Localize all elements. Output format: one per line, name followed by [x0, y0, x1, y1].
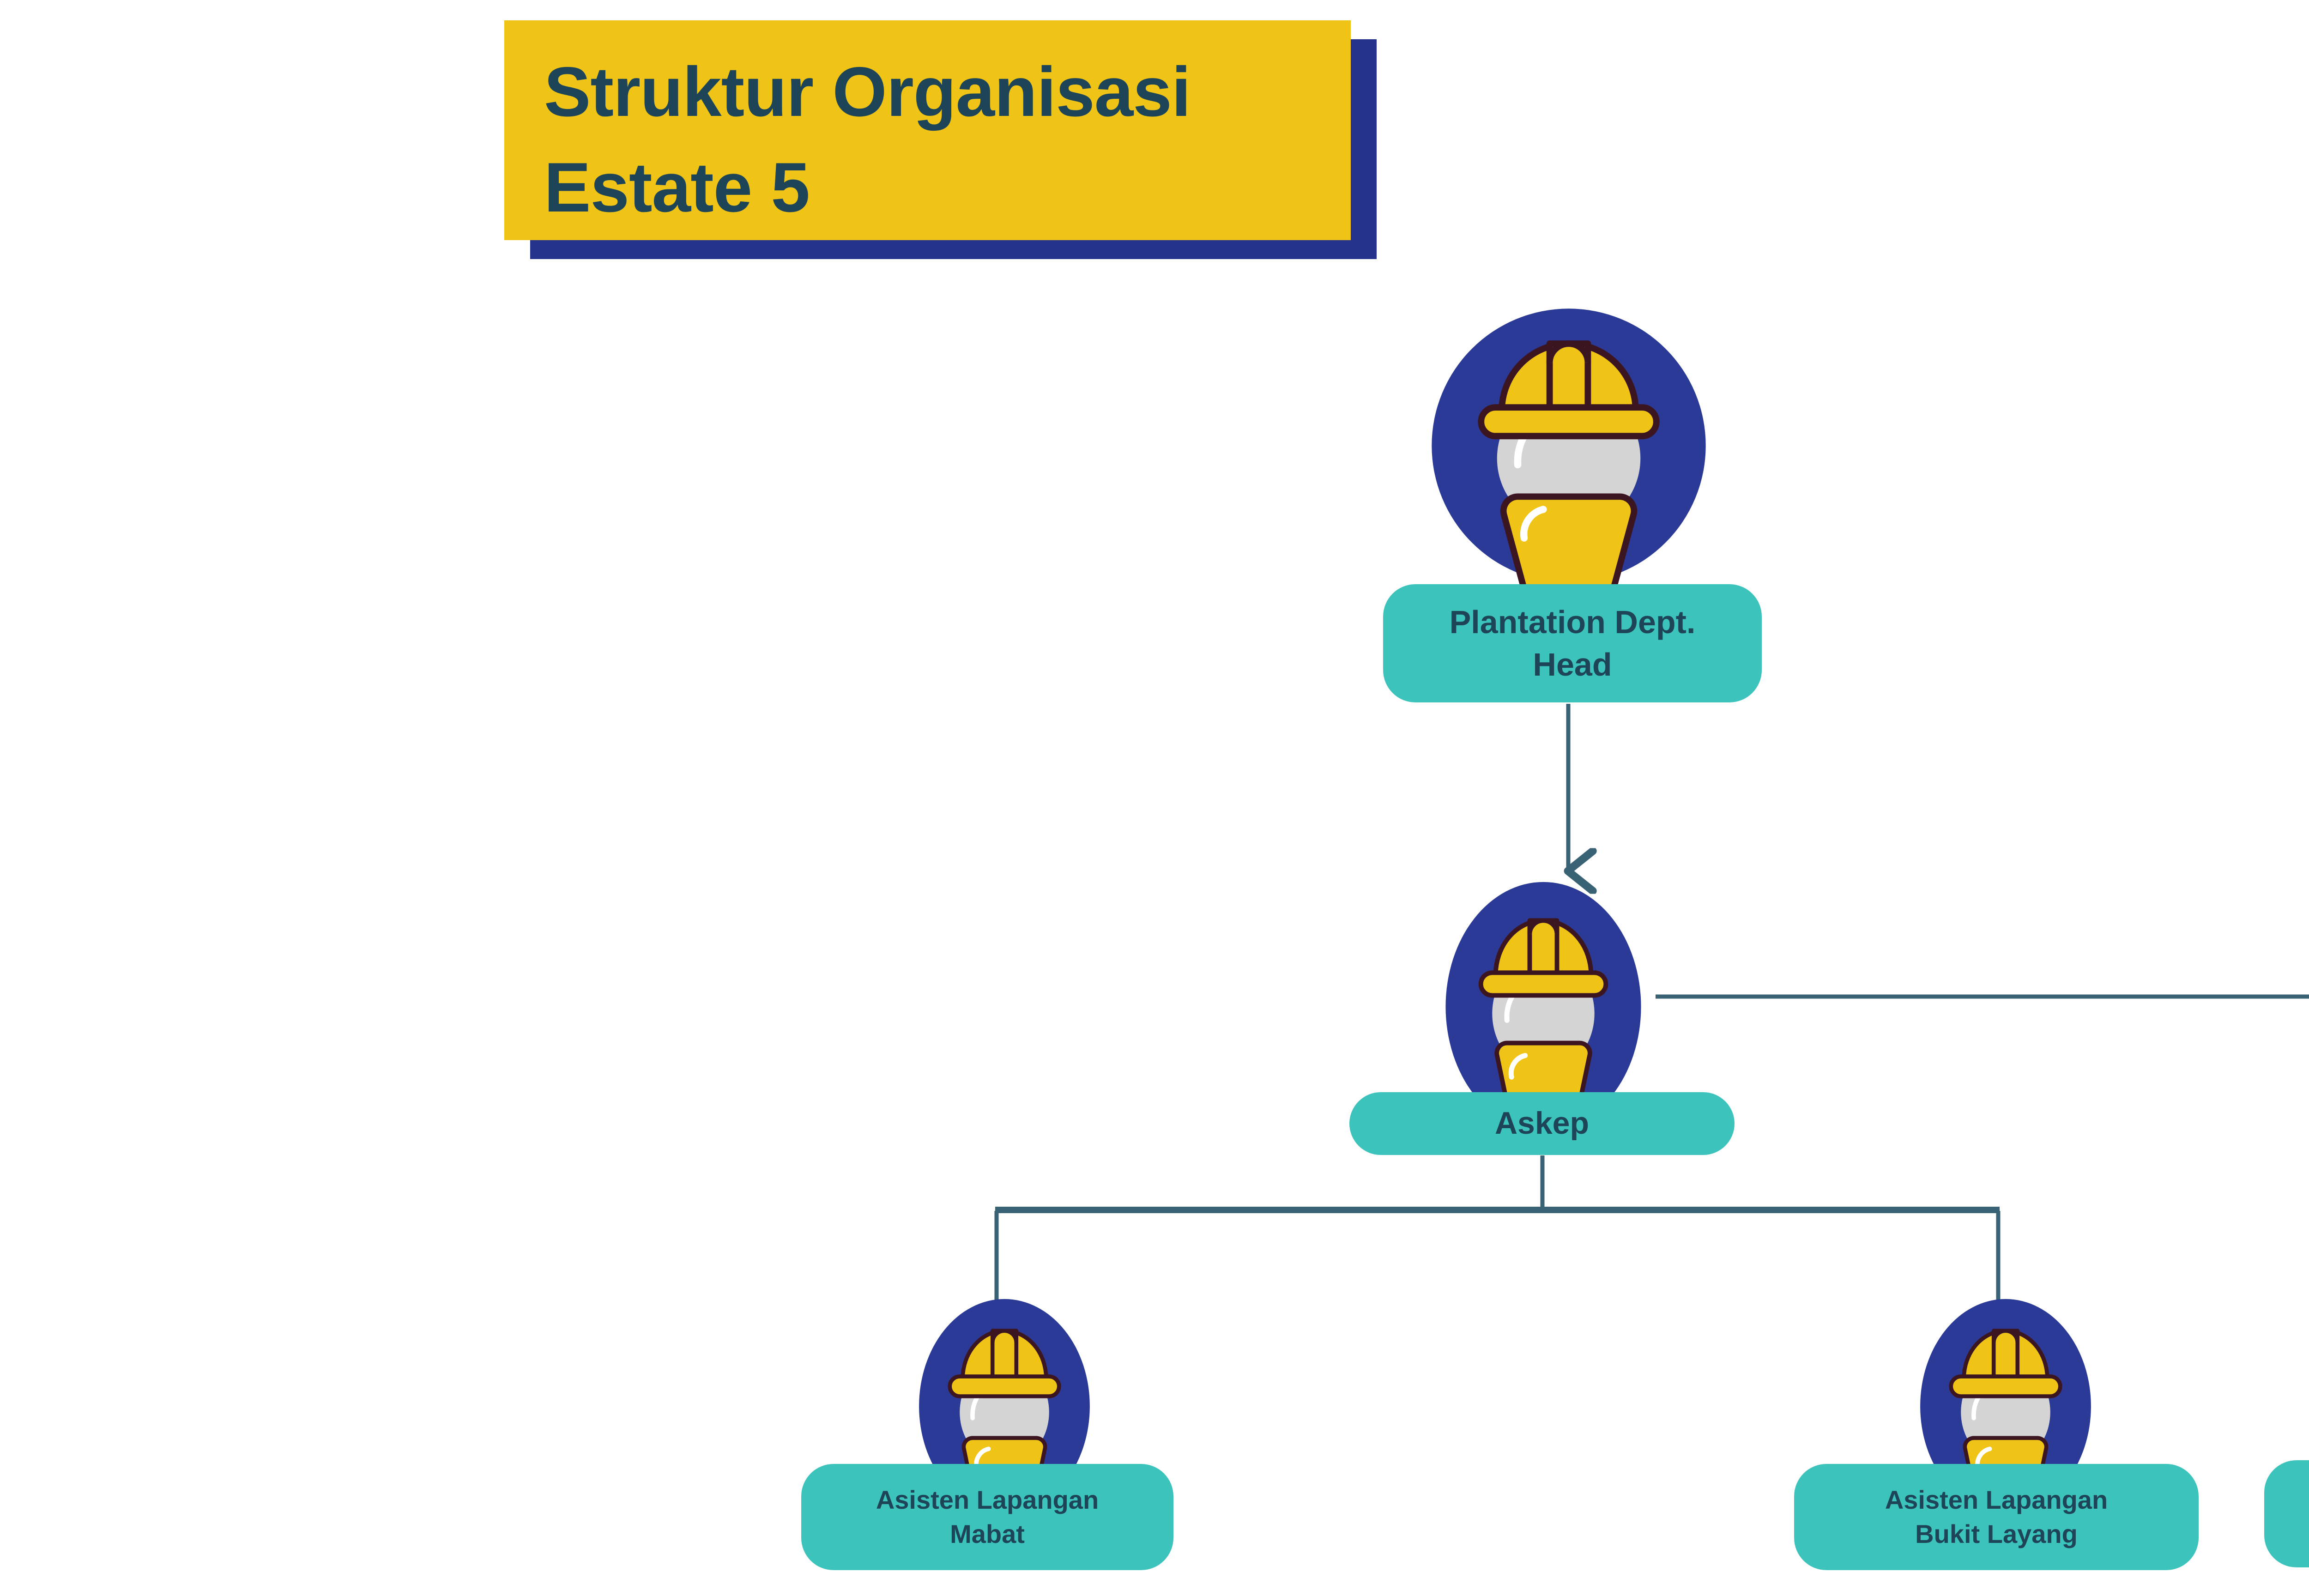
node-label-asisten-lapangan-mabat[interactable]: Asisten Lapangan Mabat — [801, 1464, 1173, 1570]
node-label-ktu[interactable]: KTU — [2264, 1460, 2309, 1567]
node-label-line-2: Mabat — [950, 1519, 1025, 1548]
worker-avatar-icon — [1409, 286, 1728, 605]
node-label-line-1: Plantation Dept. — [1449, 604, 1696, 640]
page-title-line-1: Struktur Organisasi — [544, 53, 1191, 131]
node-label-line-2: Bukit Layang — [1915, 1519, 2078, 1548]
worker-avatar-icon — [905, 1293, 1104, 1519]
edge-askep-to-ktu — [1656, 994, 2309, 999]
node-label-askep[interactable]: Askep — [1349, 1092, 1735, 1155]
node-label-plantation-dept-head[interactable]: Plantation Dept. Head — [1383, 584, 1762, 702]
node-label-line-1: Asisten Lapangan — [1885, 1485, 2108, 1515]
worker-avatar-icon — [1430, 877, 1657, 1136]
node-label-asisten-lapangan-bukit-layang[interactable]: Asisten Lapangan Bukit Layang — [1794, 1464, 2199, 1570]
node-label-line-2: Head — [1533, 647, 1612, 683]
node-label-text: Askep — [1494, 1106, 1590, 1141]
node-label-line-1: Asisten Lapangan — [876, 1485, 1099, 1515]
worker-avatar-icon — [1906, 1293, 2105, 1519]
chart-title-banner: Struktur Organisasi Estate 5 — [504, 20, 1377, 259]
page-title-line-2: Estate 5 — [544, 148, 810, 227]
title-banner-plate: Struktur Organisasi Estate 5 — [504, 20, 1351, 240]
